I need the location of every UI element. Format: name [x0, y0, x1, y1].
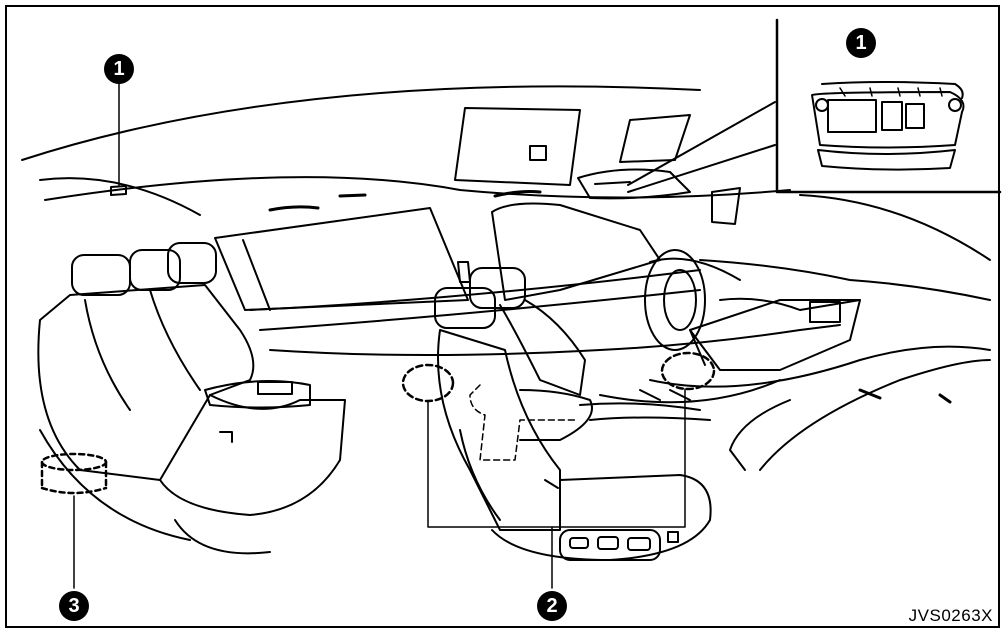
- glovebox-line: [759, 359, 991, 471]
- sunroof-rear-panel: [619, 114, 691, 163]
- front-seat-back-near: [437, 329, 561, 531]
- roof-right-line: [799, 194, 991, 261]
- image-code-label: JVS0263X: [908, 606, 993, 625]
- front-door-window: [491, 202, 661, 301]
- roof-outline: [21, 85, 701, 161]
- front-headrest-right: [469, 267, 526, 309]
- inset-console: [811, 91, 965, 149]
- rear-headrest-center: [129, 249, 181, 291]
- rear-headrest-right: [167, 242, 217, 284]
- rear-roof-sensor: [110, 185, 127, 196]
- rear-door-window: [214, 207, 469, 311]
- hidden-sensor-cylinder: [40, 452, 108, 495]
- rear-seat-back: [37, 284, 255, 481]
- inset-switch-a: [881, 101, 903, 131]
- rear-armrest-cupholder: [257, 381, 293, 395]
- inset-box: [775, 18, 1002, 194]
- front-seat-base: [491, 474, 712, 561]
- center-console: [689, 299, 861, 371]
- rear-armrest: [204, 380, 311, 409]
- inset-map-lamp: [827, 99, 877, 133]
- callout-1-roof: 1: [104, 54, 134, 84]
- rear-seat-cushion: [159, 394, 346, 516]
- front-seat-back-far: [499, 299, 586, 396]
- sunroof-handle: [529, 145, 547, 161]
- overhead-console: [577, 168, 691, 200]
- sensor-ring-driver: [660, 351, 716, 391]
- callout-1-inset: 1: [846, 28, 876, 58]
- rearview-mirror: [711, 187, 741, 225]
- front-seat-cushion: [519, 389, 593, 441]
- roof-curve-left: [39, 177, 201, 216]
- callout-2: 2: [537, 591, 567, 621]
- inset-switch-b: [905, 103, 925, 129]
- steering-wheel: [644, 249, 706, 351]
- sensor-ring-passenger: [401, 363, 455, 403]
- roof-inner-line: [44, 176, 791, 201]
- dashboard: [699, 259, 991, 301]
- power-seat-controls: [559, 529, 661, 561]
- callout-3: 3: [59, 591, 89, 621]
- sunroof-panel: [454, 107, 581, 186]
- rear-headrest-left: [71, 254, 131, 296]
